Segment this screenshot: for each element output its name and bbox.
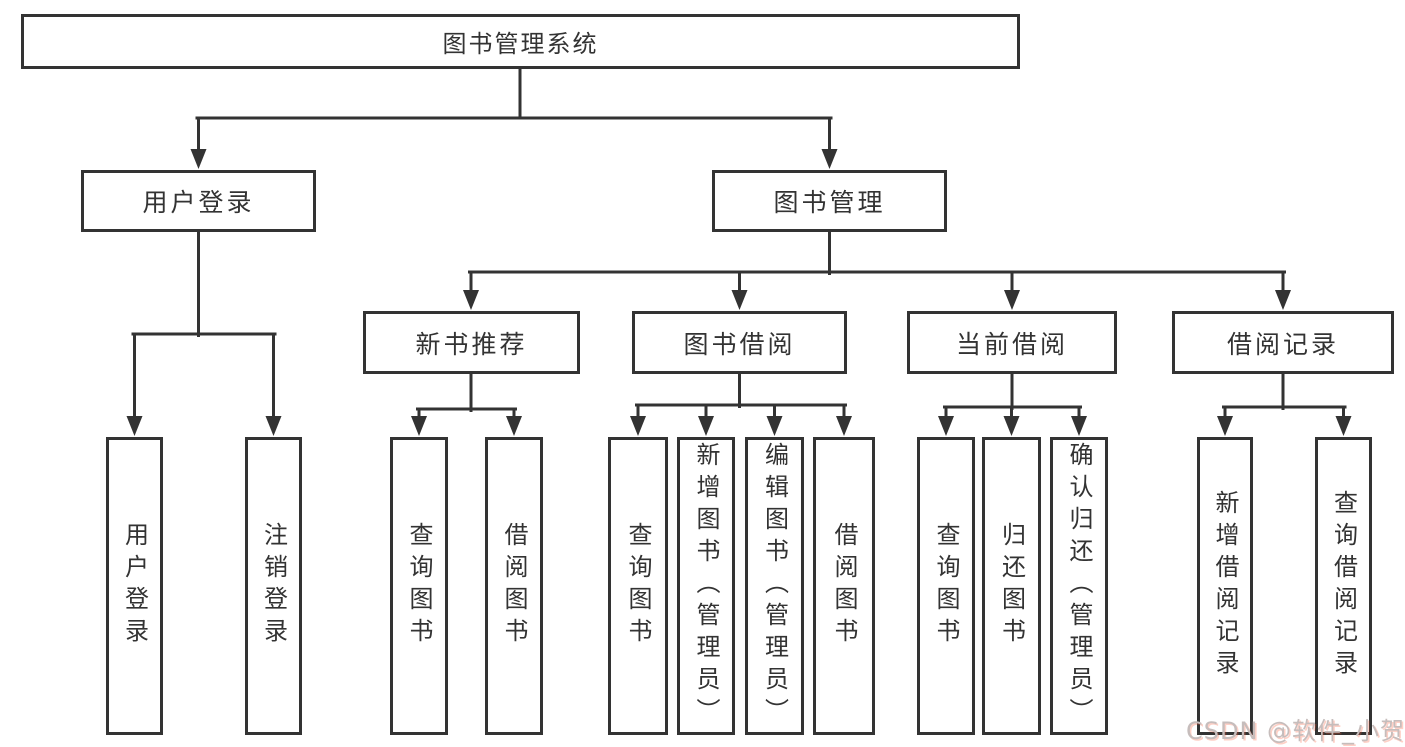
leaf-label: 查询图书	[932, 522, 960, 650]
leaf-borrow-borrow-book: 借阅图书	[813, 437, 875, 735]
node-borrow-record: 借阅记录	[1172, 311, 1394, 374]
leaf-current-confirm-return: 确认归还（管理员）	[1050, 437, 1108, 735]
node-user-login: 用户登录	[81, 170, 316, 232]
leaf-record-add: 新增借阅记录	[1197, 437, 1253, 735]
node-library-management-system: 图书管理系统	[21, 14, 1020, 69]
leaf-label: 新增图书（管理员）	[692, 442, 720, 730]
leaf-label: 借阅图书	[500, 522, 528, 650]
connector-segments	[131, 67, 1347, 422]
node-label: 新书推荐	[415, 329, 528, 359]
node-label: 当前借阅	[955, 329, 1068, 359]
leaf-label: 归还图书	[997, 522, 1026, 650]
leaf-borrow-query-book: 查询图书	[608, 437, 668, 735]
node-label: 图书管理系统	[442, 30, 599, 58]
leaf-recommend-borrow-book: 借阅图书	[485, 437, 543, 735]
leaf-current-return-book: 归还图书	[982, 437, 1041, 735]
node-book-management: 图书管理	[712, 170, 947, 232]
node-label: 用户登录	[142, 188, 255, 217]
node-label: 借阅记录	[1226, 329, 1339, 359]
leaf-label: 确认归还（管理员）	[1065, 442, 1093, 730]
leaf-label: 注销登录	[259, 522, 288, 650]
leaf-label: 查询借阅记录	[1329, 490, 1358, 682]
leaf-current-query-book: 查询图书	[917, 437, 975, 735]
leaf-borrow-add-book: 新增图书（管理员）	[677, 437, 735, 735]
leaf-label: 查询图书	[405, 522, 433, 650]
leaf-recommend-query-book: 查询图书	[390, 437, 448, 735]
leaf-record-query: 查询借阅记录	[1315, 437, 1372, 735]
leaf-borrow-edit-book: 编辑图书（管理员）	[745, 437, 804, 735]
leaf-label: 查询图书	[624, 522, 652, 650]
leaf-label: 新增借阅记录	[1211, 490, 1239, 682]
node-label: 图书借阅	[683, 329, 796, 359]
leaf-user-login: 用户登录	[106, 437, 163, 735]
node-new-book-recommend: 新书推荐	[363, 311, 580, 374]
leaf-label: 用户登录	[120, 522, 149, 650]
leaf-logout: 注销登录	[245, 437, 302, 735]
node-label: 图书管理	[773, 188, 886, 217]
arrowheads	[126, 149, 1352, 436]
leaf-label: 借阅图书	[830, 522, 858, 650]
leaf-label: 编辑图书（管理员）	[760, 442, 789, 730]
node-current-borrow: 当前借阅	[907, 311, 1117, 374]
node-book-borrow: 图书借阅	[632, 311, 847, 374]
csdn-watermark: CSDN @软件_小贺同学	[1186, 717, 1405, 745]
